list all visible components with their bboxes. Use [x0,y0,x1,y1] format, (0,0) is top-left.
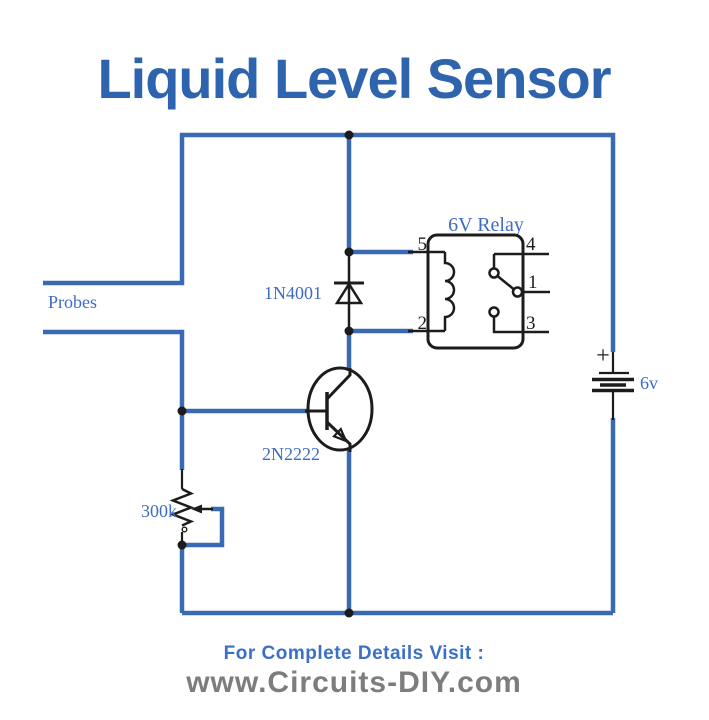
transistor-body [306,366,374,452]
page-title: Liquid Level Sensor [97,47,610,110]
transistor-label: 2N2222 [262,444,320,464]
relay-switch-arm [496,275,515,290]
junction-base [177,406,187,416]
relay-coil [443,252,456,331]
pot-label: 300k [141,501,177,521]
pot-wiper-terminal [181,526,188,533]
diode-label: 1N4001 [264,283,322,303]
relay-contact-bottom [488,306,500,318]
battery-6v: + 6v [592,343,658,420]
relay-contact-top [488,267,500,279]
diode-1n4001: 1N4001 [264,252,364,331]
wire-top-loop [43,132,616,352]
transistor-collector [325,368,352,401]
relay-pin5-number: 5 [418,234,428,255]
transistor-2n2222: 2N2222 [262,366,374,464]
footer: For Complete Details Visit : www.Circuit… [185,643,522,699]
junction-pot-bottom [177,540,187,550]
junction-diode-top [344,247,354,257]
wire-pot-wiper-loop [185,506,225,548]
battery-label: 6v [640,373,658,393]
wire-probe-bottom [43,329,185,470]
transistor-emitter-arrow [332,427,349,443]
junction-bottom [344,608,354,618]
wire-network [43,132,616,616]
transistor-emitter [325,420,352,452]
relay-pin4-number: 4 [526,234,536,255]
relay-pin3-lead [492,316,549,334]
diode-triangle [334,281,364,305]
potentiometer-300k: 300k [141,469,213,545]
relay-contact-common [511,286,524,298]
footer-website-url: www.Circuits-DIY.com [185,666,522,699]
footer-visit-text: For Complete Details Visit : [224,643,485,664]
relay-6v: 6V Relay 5 4 2 3 1 [408,214,550,350]
pot-wiper-arrowhead [191,504,202,514]
battery-plus-sign: + [596,343,610,369]
junction-diode-bottom [344,326,354,336]
relay-pin3-number: 3 [526,313,536,334]
pot-zigzag [169,487,195,527]
junction-dots [177,130,354,618]
junction-top [344,130,354,140]
relay-pin1-number: 1 [528,272,538,293]
relay-label: 6V Relay [448,214,524,236]
relay-pin2-number: 2 [418,313,428,334]
probes-label: Probes [48,292,97,312]
